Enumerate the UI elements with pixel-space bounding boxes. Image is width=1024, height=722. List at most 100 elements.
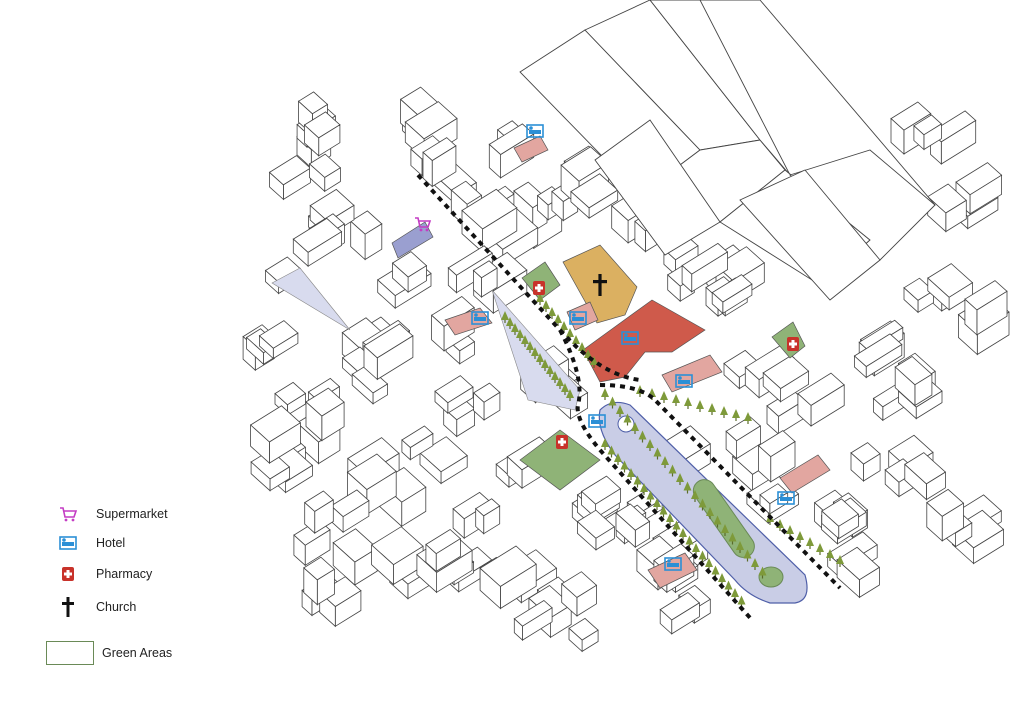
building-face <box>927 277 950 311</box>
building-face <box>461 209 484 254</box>
building-face <box>303 124 320 157</box>
tree-icon <box>816 543 824 555</box>
building-face <box>568 627 583 653</box>
building-face <box>296 135 312 169</box>
large-warehouse-blocks <box>519 0 936 301</box>
highlight-blocks <box>391 135 831 589</box>
building-face <box>475 507 485 535</box>
pink-lot-4 <box>779 454 831 494</box>
pedestrian-route <box>416 173 842 622</box>
red-block <box>582 299 706 383</box>
building-face <box>926 501 943 542</box>
building-face <box>452 507 465 540</box>
tree-icon <box>720 406 728 418</box>
building-face <box>269 171 284 201</box>
building-face <box>303 567 318 606</box>
building-face <box>890 117 905 155</box>
tree-icon <box>708 403 716 415</box>
building-face <box>416 553 438 594</box>
building-face <box>363 345 378 381</box>
building-face <box>371 544 394 586</box>
building-face <box>551 190 564 222</box>
building-face <box>821 510 840 540</box>
pink-lot-2 <box>444 307 493 336</box>
tree-icon <box>672 394 680 406</box>
green-area-swatch <box>46 641 94 665</box>
west-triangle-plaza <box>271 267 351 331</box>
tree-icon <box>786 525 794 537</box>
building-face <box>850 452 864 482</box>
tree-icon <box>724 580 733 593</box>
building-face <box>903 286 919 314</box>
building-face <box>836 558 860 599</box>
building-face <box>854 355 867 379</box>
tree-icon <box>660 391 668 403</box>
legend-label: Pharmacy <box>96 567 153 581</box>
building-face <box>577 520 597 551</box>
shopping-cart-icon <box>415 217 432 232</box>
building-face <box>659 608 673 635</box>
plaza-pond <box>758 566 784 588</box>
tree-icon <box>684 397 692 409</box>
legend-label: Church <box>96 600 137 614</box>
legend-item-pharmacy: Pharmacy <box>40 562 152 586</box>
tree-icon <box>796 531 804 543</box>
building-face <box>725 430 737 460</box>
building-face <box>434 390 449 415</box>
legend-label: Green Areas <box>102 646 173 660</box>
legend-label: Hotel <box>96 536 126 550</box>
building-face <box>667 273 681 303</box>
building-face <box>723 362 740 390</box>
building-face <box>292 238 309 268</box>
legend-label: Supermarket <box>96 507 168 521</box>
building-face <box>425 543 437 573</box>
pink-lot-3 <box>661 354 723 393</box>
building-face <box>615 512 636 549</box>
building-face <box>634 220 646 253</box>
building-face <box>488 143 502 179</box>
building-face <box>663 248 676 276</box>
supermarket-lot <box>391 221 434 259</box>
tree-icon <box>718 573 726 585</box>
building-face <box>681 264 693 293</box>
pink-lot-1 <box>513 135 549 163</box>
building-face <box>443 407 458 438</box>
building-face <box>762 372 781 403</box>
cross-icon <box>62 597 74 617</box>
hotel-bed-icon <box>59 536 77 550</box>
pharmacy-icon <box>556 435 568 449</box>
legend-item-green-areas: Green Areas <box>40 641 172 665</box>
building-face <box>472 269 482 298</box>
poi-icons <box>415 124 799 571</box>
building-face <box>392 262 409 293</box>
building-face <box>422 151 433 188</box>
building-face <box>473 391 485 421</box>
legend-item-supermarket: Supermarket <box>40 502 168 526</box>
building-face <box>913 124 925 151</box>
building-face <box>431 314 445 352</box>
tree-icon <box>696 400 704 412</box>
building-face <box>561 583 578 617</box>
building-face <box>377 278 396 310</box>
buildings-layer <box>242 86 1010 653</box>
tree-icon <box>711 565 720 578</box>
building-face <box>766 404 779 435</box>
church-cross-icon <box>593 274 607 296</box>
legend-item-hotel: Hotel <box>40 531 125 555</box>
building-face <box>250 424 270 464</box>
building-face <box>351 373 374 405</box>
tree-icon <box>732 409 740 421</box>
building-face <box>250 461 271 492</box>
building-face <box>570 190 590 219</box>
legend-item-church: Church <box>40 595 136 619</box>
pharmacy-icon <box>533 281 545 295</box>
building-face <box>513 617 523 641</box>
building-face <box>537 194 549 221</box>
building-face <box>506 455 523 490</box>
building-face <box>732 455 753 493</box>
building-face <box>711 291 724 315</box>
building-face <box>744 366 760 399</box>
building-face <box>898 390 917 420</box>
building-face <box>894 366 916 407</box>
